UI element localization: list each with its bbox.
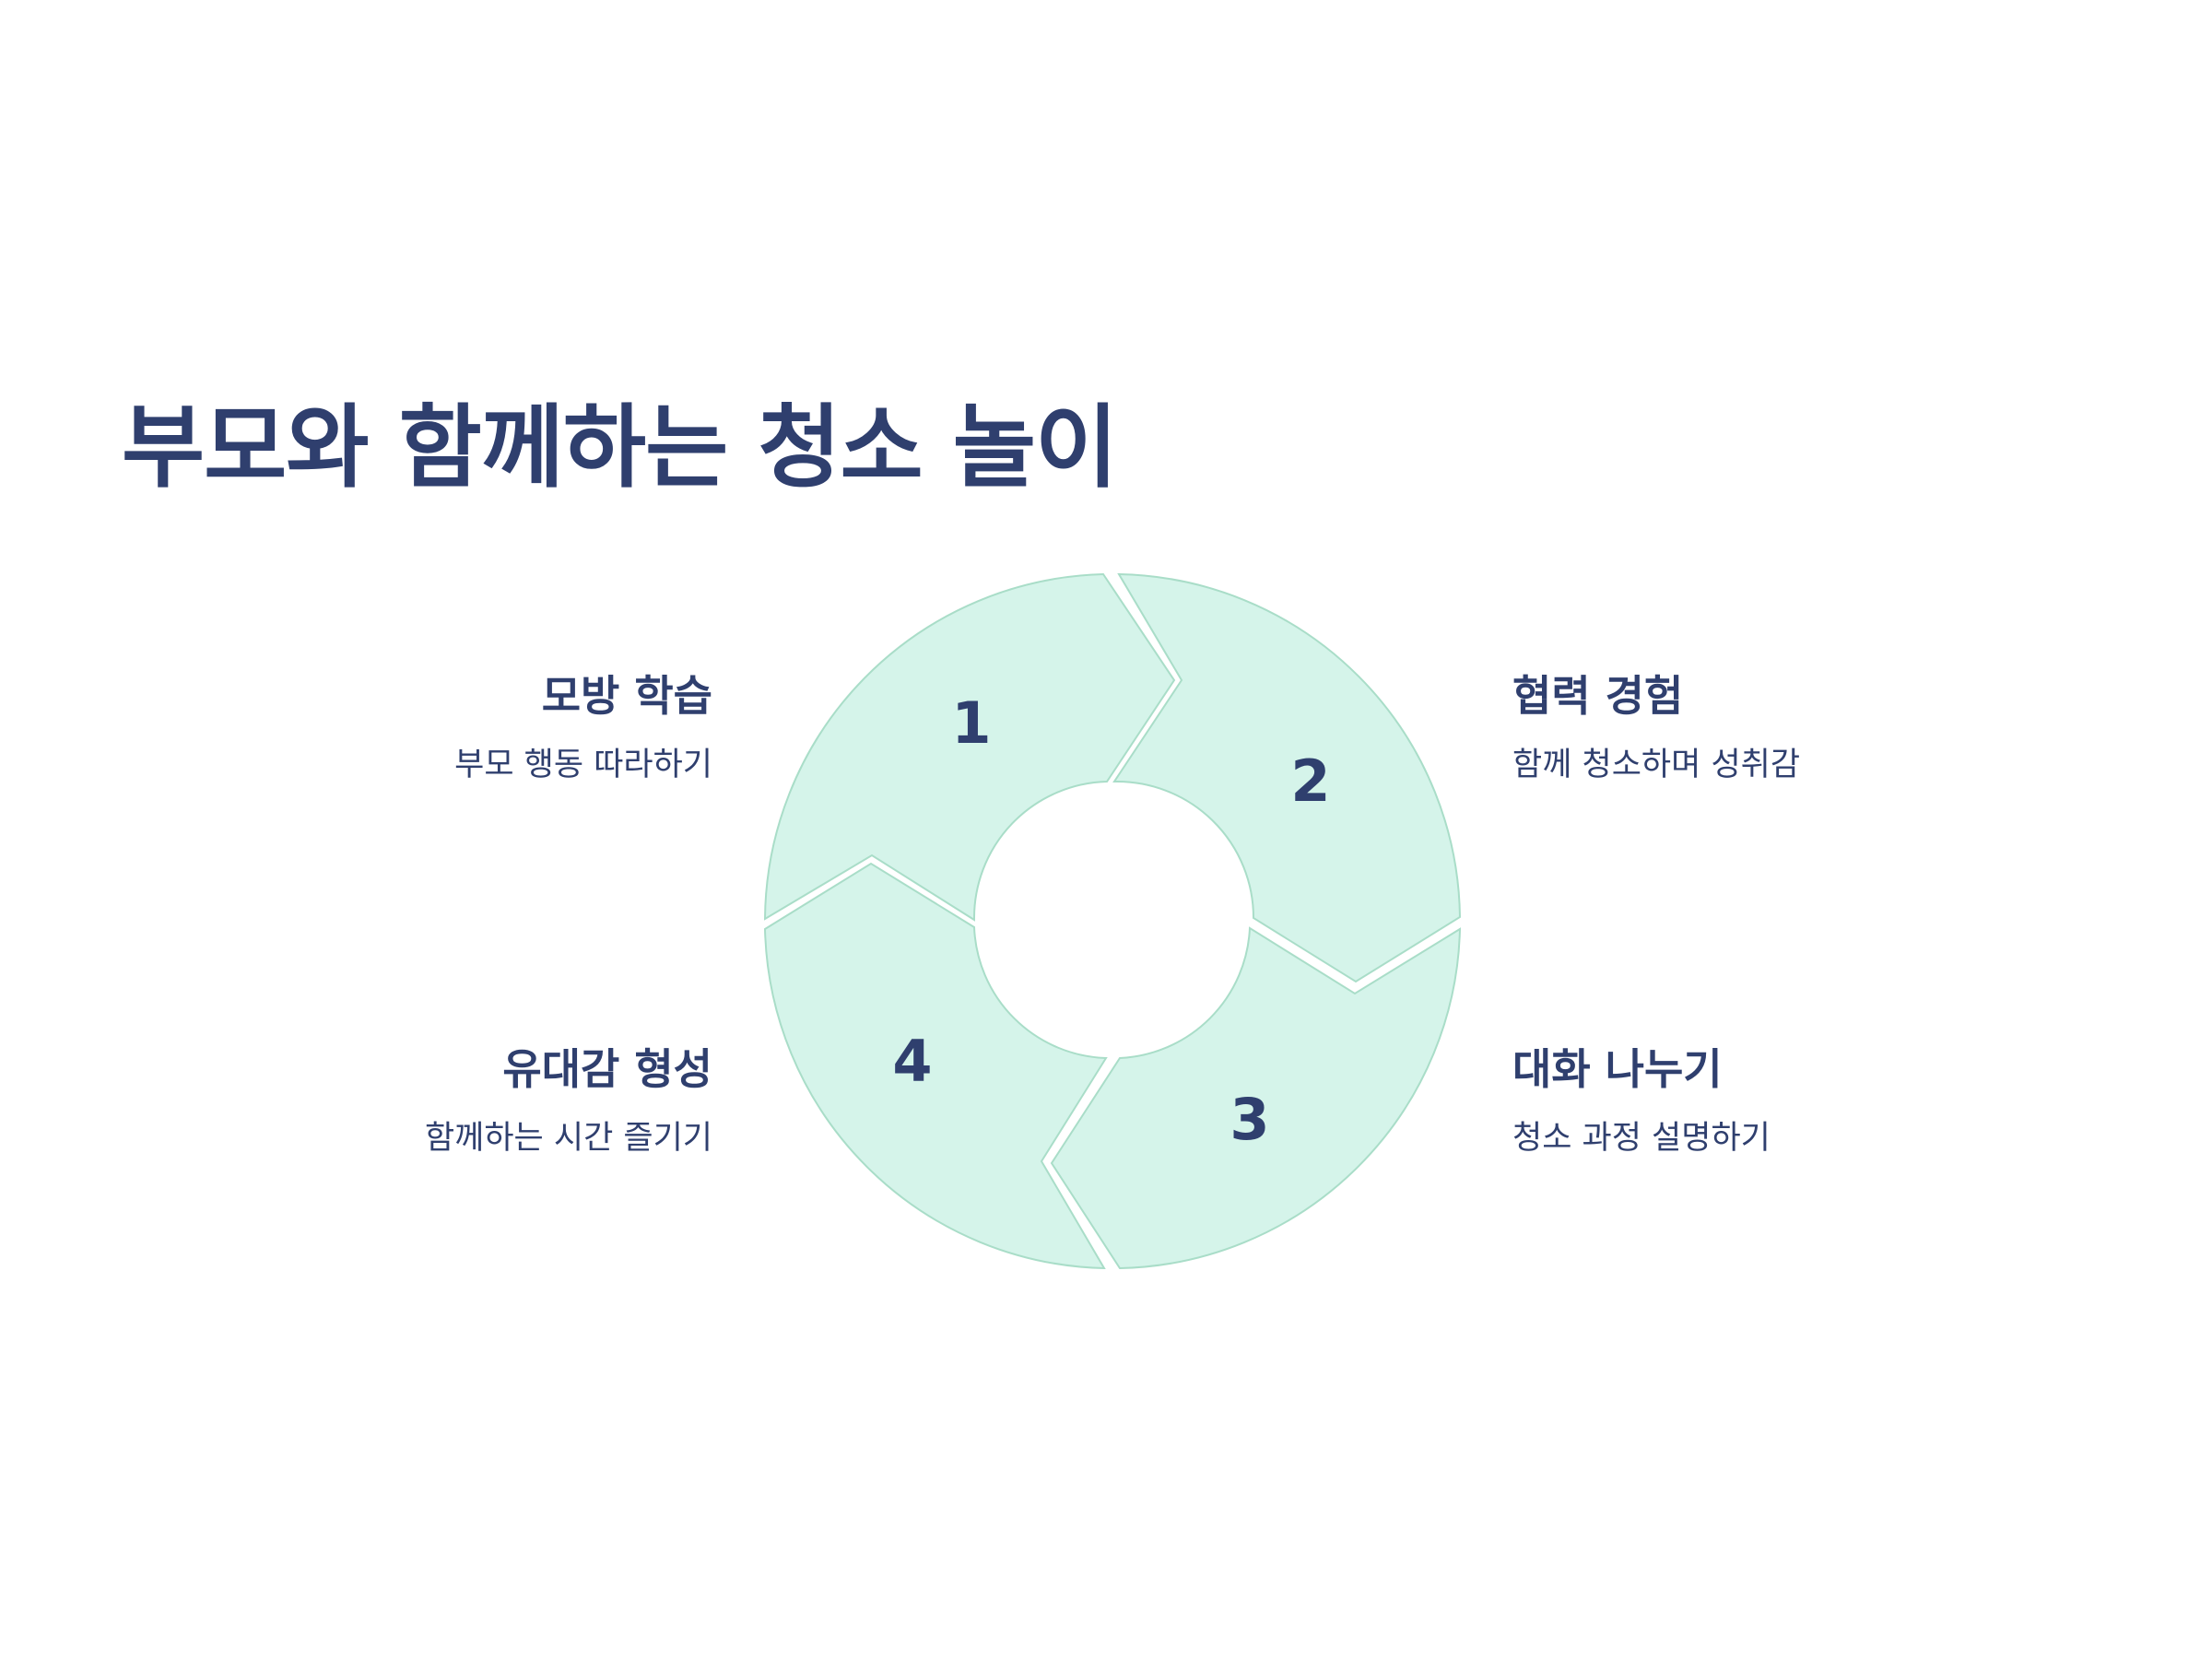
step-heading-2: 협력 경험: [1512, 671, 1684, 721]
step-heading-1: 모방 학습: [541, 671, 712, 721]
step-number-3: 3: [1230, 1086, 1269, 1153]
step-number-4: 4: [892, 1028, 932, 1095]
step-label-4: 유대감 형성 함께하는 시간 즐기기: [425, 1044, 712, 1158]
step-number-2: 2: [1290, 747, 1330, 815]
step-label-3: 대화 나누기 청소 과정 설명하기: [1512, 1044, 1771, 1158]
step-description-3: 청소 과정 설명하기: [1512, 1120, 1771, 1158]
step-heading-3: 대화 나누기: [1512, 1044, 1723, 1094]
step-description-4: 함께하는 시간 즐기기: [424, 1120, 712, 1158]
step-description-1: 부모 행동 따라하기: [454, 747, 712, 784]
step-heading-4: 유대감 형성: [502, 1044, 712, 1094]
cycle-segment-4: [763, 862, 1108, 1270]
cycle-segment-1: [763, 572, 1176, 922]
page-title: 부모와 함께하는 청소 놀이: [122, 395, 1118, 500]
cycle-segment-2: [1112, 572, 1462, 983]
cycle-segment-3: [1050, 926, 1462, 1270]
step-number-1: 1: [951, 689, 991, 757]
step-label-1: 모방 학습 부모 행동 따라하기: [454, 671, 712, 784]
step-description-2: 함께 청소하며 성취감: [1512, 747, 1801, 784]
step-label-2: 협력 경험 함께 청소하며 성취감: [1512, 671, 1800, 784]
